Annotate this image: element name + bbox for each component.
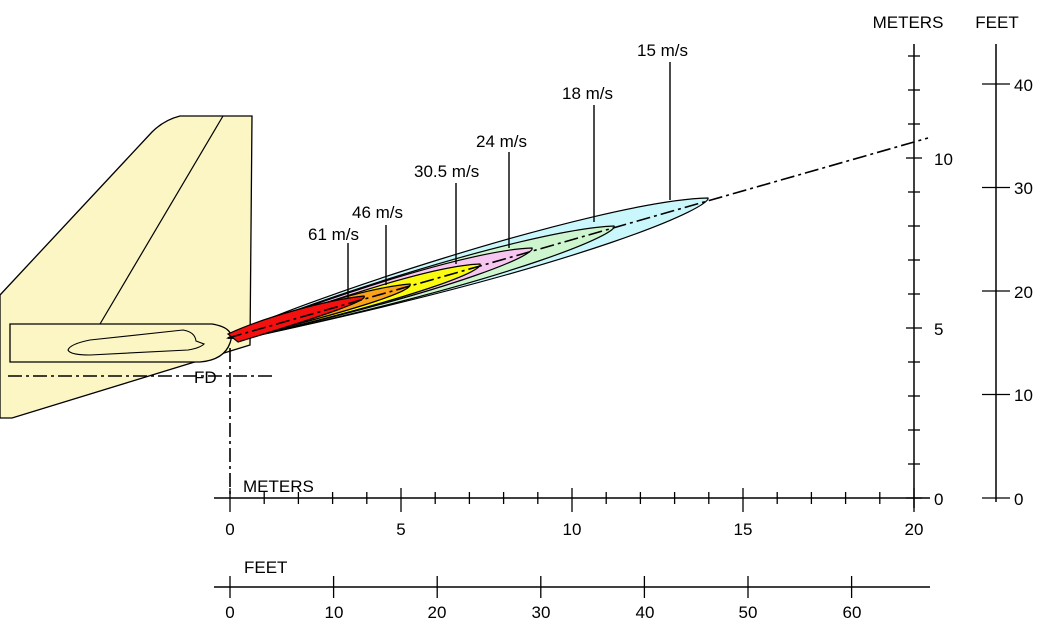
feet-x-ticks (229, 576, 853, 598)
meters-x-tick-label: 0 (225, 520, 234, 539)
meters-y-tick-label: 5 (934, 320, 943, 339)
feet-x-tick-label: 0 (225, 603, 234, 622)
meters-x-tick-label: 20 (905, 520, 924, 539)
feet-x-tick-label: 40 (636, 603, 655, 622)
feet-x-tick-label: 10 (325, 603, 344, 622)
meters-x-minor-ticks (229, 488, 915, 512)
feet-x-axis: FEET 0 10 20 30 40 50 60 (214, 558, 930, 622)
meters-y-tick-label: 10 (934, 150, 953, 169)
meters-x-tick-label: 10 (563, 520, 582, 539)
feet-x-tick-label: 50 (739, 603, 758, 622)
aircraft-tail (0, 115, 253, 419)
feet-x-axis-label: FEET (244, 558, 287, 577)
meters-y-minor-ticks (906, 55, 922, 499)
exhaust-centerline (227, 137, 929, 339)
fin-spar-line (99, 115, 224, 325)
meters-x-axis-label: METERS (243, 477, 314, 496)
feet-y-tick-label: 20 (1014, 283, 1033, 302)
meters-y-tick-label: 0 (934, 490, 943, 509)
label-15-ms: 15 m/s (637, 41, 688, 60)
plume-contours (226, 197, 709, 343)
meters-x-tick-label: 5 (396, 520, 405, 539)
meters-y-axis: METERS 0 5 10 (873, 13, 953, 509)
feet-y-ticks (982, 83, 1010, 499)
feet-x-tick-label: 60 (843, 603, 862, 622)
feet-y-tick-label: 30 (1014, 179, 1033, 198)
meters-x-axis: METERS 0 5 10 15 20 (214, 477, 930, 539)
feet-x-tick-label: 20 (428, 603, 447, 622)
label-61-ms: 61 m/s (308, 225, 359, 244)
exhaust-outlet (67, 329, 205, 356)
meters-y-axis-label: METERS (873, 13, 944, 32)
velocity-labels: 61 m/s 46 m/s 30.5 m/s 24 m/s 18 m/s 15 … (308, 41, 688, 298)
feet-y-axis: FEET 0 10 20 30 40 (975, 13, 1033, 509)
feet-x-tick-label: 30 (532, 603, 551, 622)
centerlines (8, 137, 929, 498)
fd-label: FD (194, 368, 217, 387)
label-18-ms: 18 m/s (562, 84, 613, 103)
feet-y-tick-label: 0 (1014, 490, 1023, 509)
meters-x-tick-label: 15 (734, 520, 753, 539)
label-46-ms: 46 m/s (352, 203, 403, 222)
feet-y-axis-label: FEET (975, 13, 1018, 32)
feet-y-tick-label: 40 (1014, 76, 1033, 95)
feet-y-tick-label: 10 (1014, 386, 1033, 405)
label-24-ms: 24 m/s (476, 132, 527, 151)
label-30-5-ms: 30.5 m/s (414, 162, 479, 181)
